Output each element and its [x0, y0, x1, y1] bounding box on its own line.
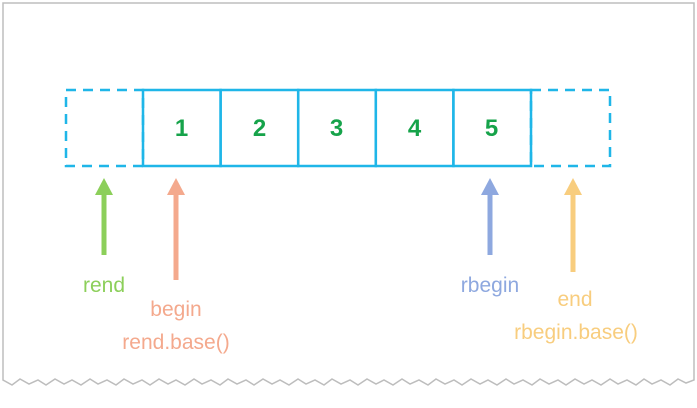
before-begin-slot [64, 88, 145, 168]
torn-paper-frame [2, 2, 695, 386]
rbegin-arrow [481, 178, 499, 255]
cell-value-4: 4 [407, 115, 422, 142]
cell-value-5: 5 [484, 115, 499, 142]
cell-value-2: 2 [252, 115, 267, 142]
rend-label: rend [82, 274, 126, 297]
rbegin-label: rbegin [460, 274, 520, 297]
begin-label: begin [150, 298, 202, 321]
end-arrow [564, 178, 582, 272]
cell-value-1: 1 [174, 115, 189, 142]
rend-arrow [95, 178, 113, 255]
begin-arrow [167, 178, 185, 280]
end-label: end [557, 288, 593, 311]
element-cell-5 [452, 88, 533, 168]
cell-value-3: 3 [329, 115, 344, 142]
rend-base-label: rend.base() [122, 331, 230, 354]
rbegin-base-label: rbegin.base() [514, 321, 638, 344]
